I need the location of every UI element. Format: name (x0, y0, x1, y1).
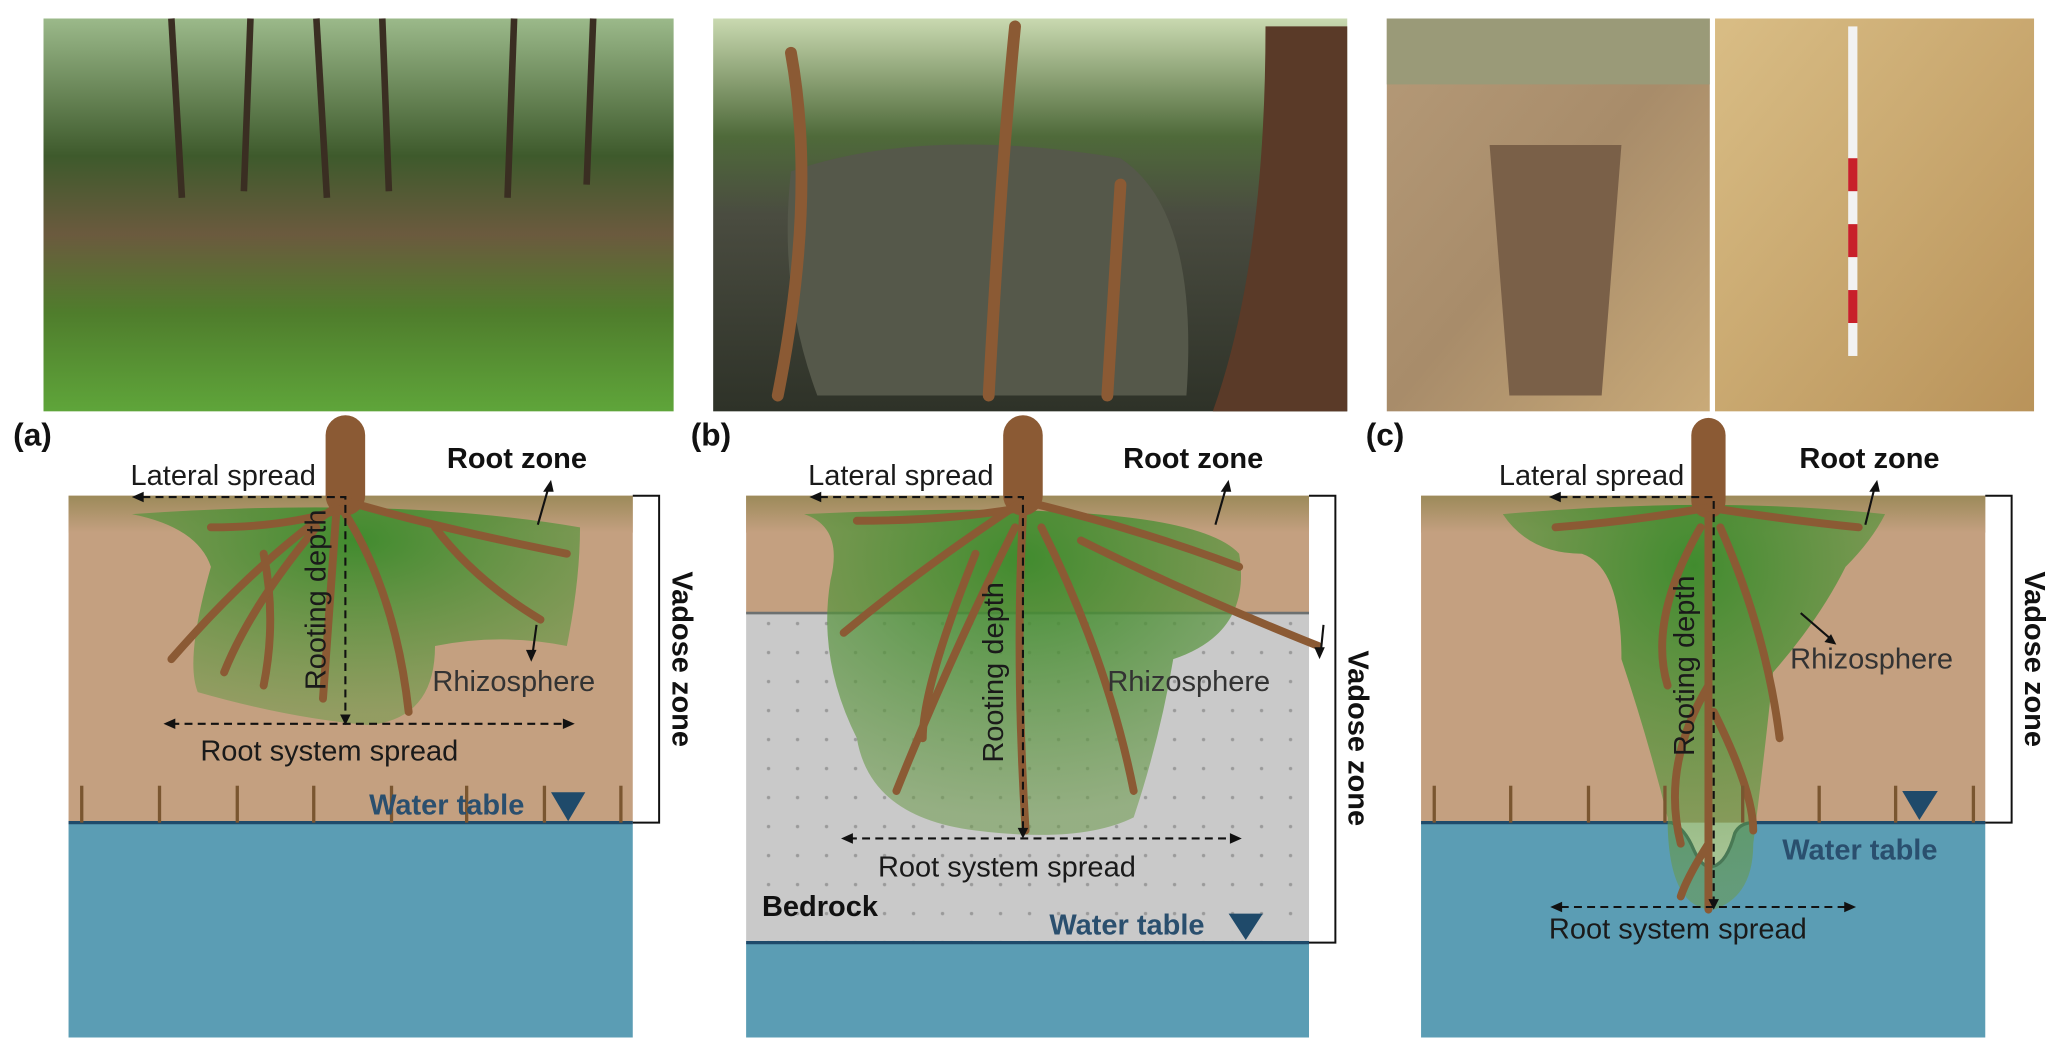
root-zone-label: Root zone (447, 443, 587, 475)
panel-label: (b) (691, 417, 731, 453)
rhizosphere-label: Rhizosphere (1790, 643, 1953, 675)
root-system (167, 415, 571, 716)
water-table-label: Water table (1049, 910, 1204, 942)
lateral-spread-label: Lateral spread (131, 460, 316, 492)
photo-excavation-pit (1386, 18, 2035, 412)
rooting-depth-label: Rooting depth (1669, 575, 1701, 756)
root-system (1551, 417, 1863, 914)
water-table-icon (1902, 790, 1938, 820)
panel-label: (a) (13, 417, 52, 453)
vadose-bracket (1985, 494, 2013, 824)
lateral-depth-arrows (1559, 495, 1715, 902)
lateral-depth-arrows (819, 495, 1025, 831)
water-table-icon (551, 792, 586, 822)
panel-c: (c) Lateral spread Root zone Rooting dep… (1366, 417, 2050, 1038)
water-table-label: Water table (369, 790, 524, 822)
panel-b: (b) Lateral spread Root zone Rooting dep… (691, 415, 1374, 1038)
rooting-depth-label: Rooting depth (301, 510, 333, 691)
lateral-spread-label: Lateral spread (1499, 460, 1684, 492)
photo-roots-on-rock (713, 18, 1348, 412)
rooting-depth-label: Rooting depth (978, 582, 1010, 763)
water-table-label: Water table (1782, 835, 1937, 867)
root-system-spread-label: Root system spread (200, 736, 458, 768)
root-zone-label: Root zone (1123, 443, 1263, 475)
rhizosphere-label: Rhizosphere (432, 666, 595, 698)
lateral-spread-label: Lateral spread (808, 460, 993, 492)
groundwater (68, 822, 633, 1038)
photo-forest-riverbank (43, 18, 674, 412)
rhizosphere-label: Rhizosphere (1107, 666, 1270, 698)
lateral-depth-arrows (142, 495, 347, 720)
root-system-spread-label: Root system spread (1549, 914, 1807, 946)
root-system-spread-label: Root system spread (878, 852, 1136, 884)
water-table-icon (1228, 913, 1263, 940)
root-zone-label: Root zone (1799, 443, 1939, 475)
panel-a: (a) Lateral spread Root zone Rooting dep… (13, 415, 697, 1038)
vadose-zone-label: Vadose zone (2018, 571, 2050, 747)
groundwater (746, 942, 1310, 1038)
ticks (80, 785, 623, 823)
panel-label: (c) (1366, 417, 1405, 453)
vadose-bracket (1309, 494, 1337, 944)
vadose-zone-label: Vadose zone (1342, 650, 1374, 826)
ticks (1432, 785, 1976, 823)
root-system (839, 415, 1323, 835)
groundwater (1421, 822, 1986, 1038)
vadose-zone-label: Vadose zone (665, 571, 697, 747)
bedrock-label: Bedrock (762, 891, 879, 923)
vadose-bracket (632, 494, 661, 824)
